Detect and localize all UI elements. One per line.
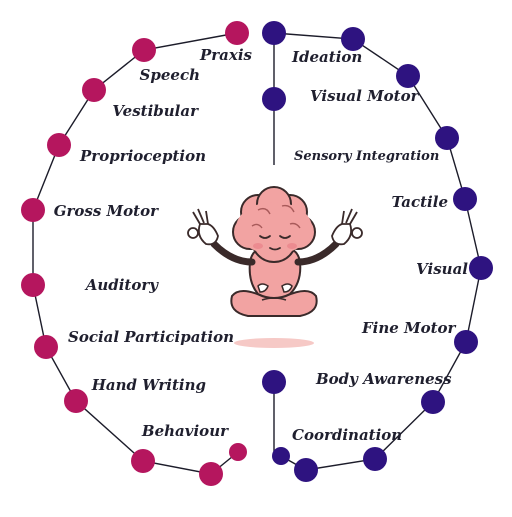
right-dot-6 [453, 187, 477, 211]
right-dot-5 [435, 126, 459, 150]
left-cheek [253, 243, 263, 249]
node-dots [21, 21, 493, 486]
label-fine-motor: Fine Motor [362, 319, 456, 337]
label-behaviour: Behaviour [141, 422, 228, 440]
label-ideation: Ideation [292, 48, 363, 66]
label-auditory: Auditory [85, 276, 158, 294]
left-arm [210, 240, 256, 266]
right-fist [281, 283, 293, 293]
right-dot-11 [363, 447, 387, 471]
left-dot-9 [131, 449, 155, 473]
right-dot-8 [454, 330, 478, 354]
right-dot-3 [396, 64, 420, 88]
left-dot-1 [225, 21, 249, 45]
label-hand-writing: Hand Writing [91, 376, 206, 394]
left-dot-10 [199, 462, 223, 486]
label-body-awareness: Body Awareness [316, 370, 452, 388]
left-dot-7 [34, 335, 58, 359]
label-gross-motor: Gross Motor [53, 202, 158, 220]
left-fist [257, 283, 269, 293]
left-dot-4 [47, 133, 71, 157]
label-tactile: Tactile [391, 193, 448, 211]
meditating-brain-icon [187, 186, 363, 348]
right-hand [331, 208, 363, 246]
label-coordination: Coordination [292, 426, 403, 444]
brain-folds [251, 204, 301, 229]
left-dot-6 [21, 273, 45, 297]
label-speech: Speech [139, 66, 200, 84]
right-dot-9 [421, 390, 445, 414]
right-dot-2 [341, 27, 365, 51]
label-social-participation: Social Participation [67, 328, 234, 346]
brain-face [259, 235, 291, 251]
right-cheek [287, 243, 297, 249]
label-vestibular: Vestibular [112, 102, 198, 120]
right-dot-10 [262, 370, 286, 394]
left-connector-line [32, 32, 239, 475]
left-dot-8 [64, 389, 88, 413]
right-dot-7 [469, 256, 493, 280]
label-praxis: Praxis [200, 46, 252, 64]
left-dot-3 [82, 78, 106, 102]
floor-shadow [234, 338, 314, 348]
feet [261, 297, 287, 301]
left-hand [187, 208, 219, 246]
right-dot-12 [294, 458, 318, 482]
brain-fill [236, 202, 312, 254]
right-dot-13 [272, 447, 290, 465]
label-sensory-integration: Sensory Integration [294, 149, 440, 164]
left-dot-5 [21, 198, 45, 222]
right-arm [294, 240, 340, 266]
label-proprioception: Proprioception [80, 147, 206, 165]
right-dot-4 [262, 87, 286, 111]
label-visual-motor: Visual Motor [310, 87, 419, 105]
right-dot-1 [262, 21, 286, 45]
label-visual: Visual [416, 260, 468, 278]
left-dot-11 [229, 443, 247, 461]
left-dot-2 [132, 38, 156, 62]
